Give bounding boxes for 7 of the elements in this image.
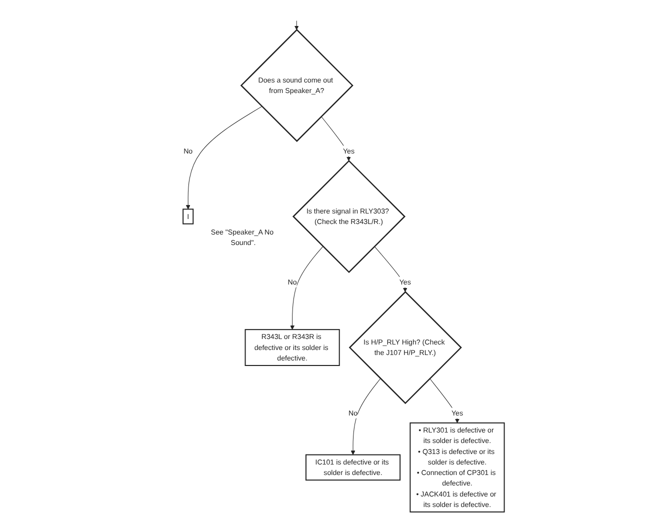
arrow bbox=[374, 246, 408, 292]
arrow bbox=[290, 246, 324, 330]
arrow bbox=[429, 378, 460, 424]
arrow bbox=[320, 116, 351, 162]
arrow bbox=[294, 20, 299, 30]
arrow bbox=[186, 106, 262, 210]
arrow bbox=[350, 378, 381, 455]
